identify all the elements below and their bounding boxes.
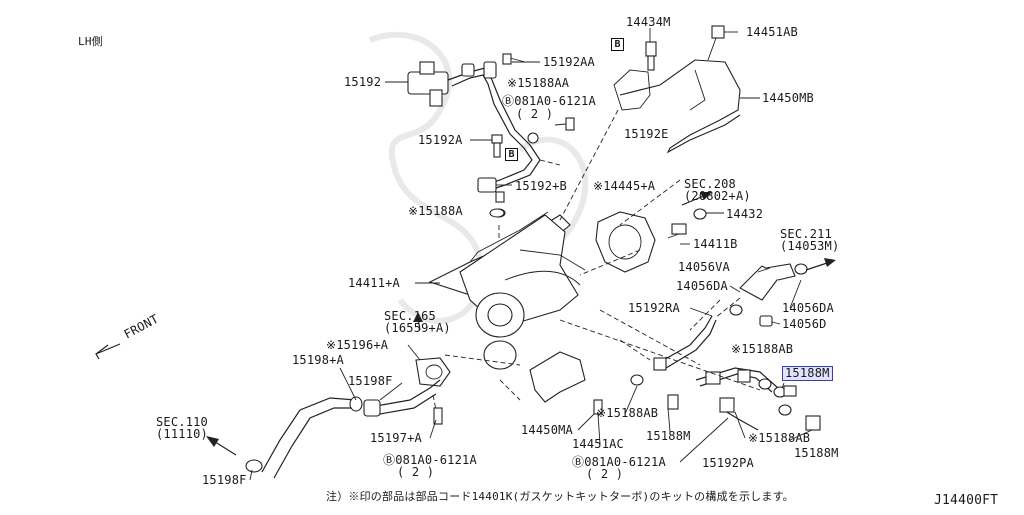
label-sec211-sub: (14053M) xyxy=(780,239,840,253)
label-sec165-sub: (16559+A) xyxy=(384,321,451,335)
label-14411A: 14411+A xyxy=(348,276,400,290)
label-15188AA: ※15188AA xyxy=(507,76,570,90)
label-15197A: 15197+A xyxy=(370,431,422,445)
footer-note: 注）※印の部品は部品コード14401K(ガスケットキットターボ)のキットの構成を… xyxy=(326,490,794,503)
label-15198F-bottom: 15198F xyxy=(202,473,247,487)
oil-return-hose xyxy=(245,357,451,479)
label-leaders xyxy=(249,28,813,481)
label-14451AB: 14451AB xyxy=(746,25,798,39)
label-14056D: 14056D xyxy=(782,317,827,331)
label-15192: 15192 xyxy=(344,75,382,89)
label-15192PA: 15192PA xyxy=(702,456,754,470)
label-sec208: SEC.208 xyxy=(684,177,736,191)
ref-box-b-mid: B xyxy=(505,148,518,161)
label-14451AC: 14451AC xyxy=(572,437,624,451)
heat-insulator-14450MA xyxy=(529,351,603,415)
label-15198F-top: 15198F xyxy=(348,374,393,388)
label-14450MB: 14450MB xyxy=(762,91,814,105)
label-15192A: 15192A xyxy=(418,133,463,147)
label-15192RA: 15192RA xyxy=(628,301,680,315)
label-15196A: ※15196+A xyxy=(326,338,389,352)
label-081A0-bottom-center-qty: ( 2 ) xyxy=(586,467,624,481)
label-15198A: 15198+A xyxy=(292,353,344,367)
label-15188M-highlighted[interactable]: 15188M xyxy=(782,366,833,381)
label-14056VA: 14056VA xyxy=(678,260,730,274)
label-14434M: 14434M xyxy=(626,15,671,29)
washer-15188A xyxy=(489,208,505,218)
label-14450MA: 14450MA xyxy=(521,423,573,437)
label-15192AA: 15192AA xyxy=(543,55,595,69)
label-15188M-right: 15188M xyxy=(794,446,839,460)
label-081A0-bottom-center: Ⓑ081A0-6121A xyxy=(572,455,666,469)
label-15188M-mid: 15188M xyxy=(646,429,691,443)
ref-box-b-top: B xyxy=(611,38,624,51)
label-14432: 14432 xyxy=(726,207,764,221)
label-14056DA-right: 14056DA xyxy=(782,301,834,315)
gasket-14445A xyxy=(595,208,707,273)
label-081A0-bottom-left-qty: ( 2 ) xyxy=(397,465,435,479)
label-sec110: SEC.110 xyxy=(156,415,208,429)
label-15188A: ※15188A xyxy=(408,204,463,218)
drawing-id: J14400FT xyxy=(934,493,999,508)
header-note: LH側 xyxy=(78,35,103,48)
leader-and-center-lines xyxy=(432,109,761,411)
label-sec211: SEC.211 xyxy=(780,227,832,241)
label-14411B: 14411B xyxy=(693,237,738,251)
label-081A0-bottom-left: Ⓑ081A0-6121A xyxy=(383,453,477,467)
label-14056DA-left: 14056DA xyxy=(676,279,728,293)
label-15188AB-top: ※15188AB xyxy=(731,342,794,356)
label-081A0-top: Ⓑ081A0-6121A xyxy=(502,94,596,108)
label-sec110-sub: (11110) xyxy=(156,427,208,441)
label-15188AB-mid: ※15188AB xyxy=(596,406,659,420)
turbocharger-14411A xyxy=(428,211,586,370)
water-hose-14056VA xyxy=(729,263,808,327)
direction-arrows xyxy=(95,192,836,456)
label-15192B: 15192+B xyxy=(515,179,567,193)
label-sec208-sub: (20802+A) xyxy=(684,189,751,203)
oil-feed-pipe-15192 xyxy=(407,53,575,218)
label-14445A: ※14445+A xyxy=(593,179,656,193)
label-15188AB-right: ※15188AB xyxy=(748,431,811,445)
label-sec165: SEC.165 xyxy=(384,309,436,323)
label-081A0-top-qty: ( 2 ) xyxy=(516,107,554,121)
heat-insulator-14450MB xyxy=(613,25,741,154)
label-15192E: 15192E xyxy=(624,127,669,141)
water-tube-15192PA xyxy=(630,315,821,431)
